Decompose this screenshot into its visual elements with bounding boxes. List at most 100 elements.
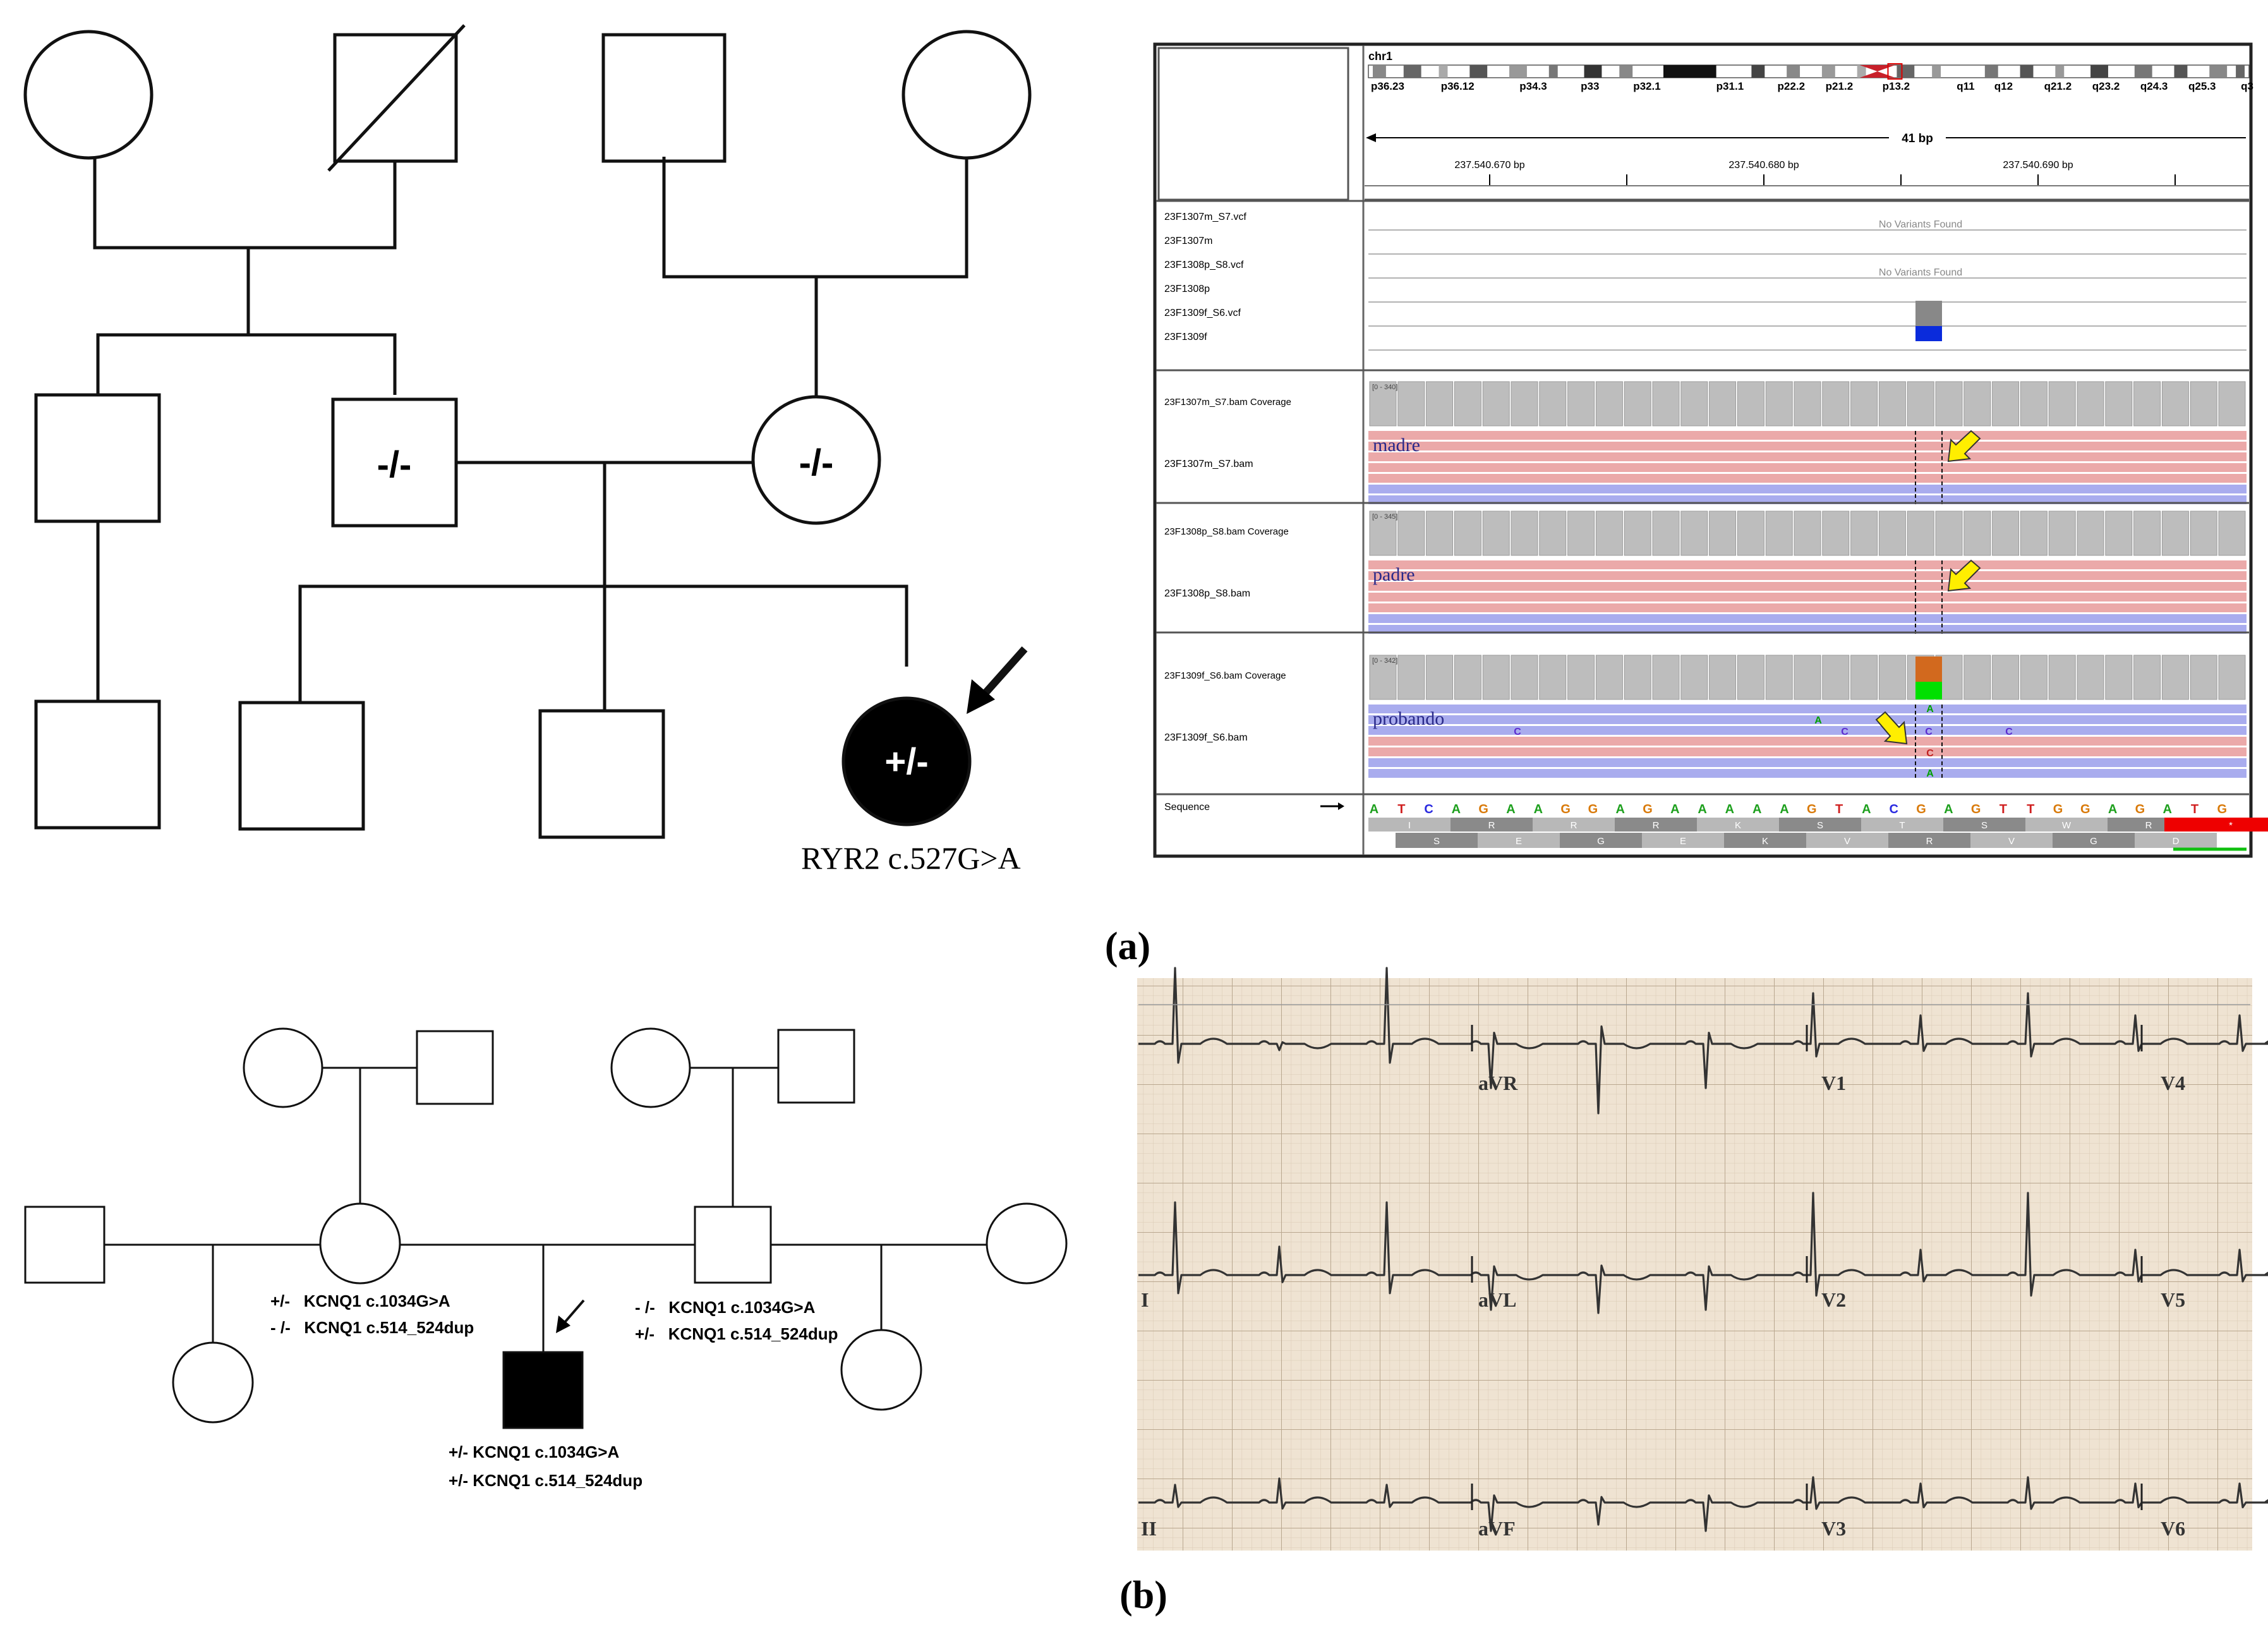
coverage-bar <box>1878 655 1906 700</box>
sequence-base: T <box>1835 802 1843 816</box>
coverage-bar <box>1680 655 1708 700</box>
coverage-bar <box>1595 655 1623 700</box>
coverage-bar <box>1765 655 1793 700</box>
sample-label: probando <box>1373 708 1444 729</box>
band-label: q12 <box>1994 80 2013 92</box>
b-father-genotype-1: - /- KCNQ1 c.1034G>A <box>635 1298 816 1317</box>
coverage-bar <box>2190 381 2217 426</box>
ideogram-band <box>1469 65 1488 78</box>
coverage-bar <box>1369 511 1397 556</box>
aa-label: * <box>2229 820 2233 831</box>
read <box>1368 614 2247 623</box>
sequence-base: A <box>1698 802 1706 816</box>
aa-label: R <box>1488 820 1495 831</box>
ideogram-band <box>2236 65 2245 78</box>
read <box>1368 726 2247 735</box>
coverage-bar <box>2077 381 2104 426</box>
coverage-bar <box>2133 655 2161 700</box>
chromosome-label: chr1 <box>1368 50 1392 63</box>
ruler-tick-label: 237.540.680 bp <box>1728 160 1799 171</box>
coverage-bar <box>1511 655 1538 700</box>
coverage-bar <box>1369 381 1397 426</box>
ideogram-band <box>1751 65 1765 78</box>
aa-cell <box>2135 833 2217 848</box>
sequence-base: A <box>1670 802 1679 816</box>
coverage-bar <box>1935 511 1963 556</box>
band-label: p21.2 <box>1826 80 1853 92</box>
b-half-sister-paternal-symbol <box>840 1329 922 1411</box>
b-grandmother-maternal-symbol <box>610 1027 691 1108</box>
vcf-track-name: 23F1307m <box>1164 236 1213 246</box>
sequence-base: G <box>1807 802 1817 816</box>
read <box>1368 593 2247 602</box>
coverage-bar <box>1709 511 1737 556</box>
aa-cell <box>1943 818 2025 832</box>
coverage-bar <box>1850 381 1878 426</box>
sample-label: madre <box>1373 435 1420 456</box>
coverage-bar <box>2020 381 2048 426</box>
coverage-bar <box>1822 381 1850 426</box>
coverage-bar <box>1963 655 1991 700</box>
ideogram-band <box>1821 65 1835 78</box>
coverage-bar <box>1567 381 1595 426</box>
coverage-track-name: 23F1309f_S6.bam Coverage <box>1164 670 1286 681</box>
coverage-bar <box>1539 381 1567 426</box>
aa-cell <box>1861 818 1943 832</box>
b-grandfather-paternal-symbol <box>416 1030 494 1105</box>
ecg-lead-label: V1 <box>1821 1072 1846 1094</box>
vcf-track-name: 23F1308p <box>1164 284 1210 294</box>
span-label: 41 bp <box>1902 132 1933 145</box>
coverage-bar <box>1426 511 1454 556</box>
vcf-status: No Variants Found <box>1879 267 1962 278</box>
read <box>1368 571 2247 580</box>
sequence-base: A <box>1452 802 1461 816</box>
aa-label: R <box>1653 820 1660 831</box>
coverage-bar <box>2133 381 2161 426</box>
ideogram-band <box>2055 65 2065 78</box>
paternal-couple-line <box>93 158 397 250</box>
aa-cell <box>1806 833 1888 848</box>
sequence-base: A <box>2108 802 2117 816</box>
coverage-bar <box>1794 655 1821 700</box>
sequence-base: T <box>1397 802 1405 816</box>
ideogram-band <box>2174 65 2188 78</box>
sequence-base: G <box>2053 802 2063 816</box>
ecg-lead-label: V6 <box>2161 1517 2185 1540</box>
coverage-bar <box>2077 655 2104 700</box>
coverage-bar <box>1709 381 1737 426</box>
sequence-base: T <box>2000 802 2007 816</box>
aa-label: G <box>2090 836 2097 847</box>
band-label: q24.3 <box>2140 80 2168 92</box>
coverage-bar <box>2161 655 2189 700</box>
panel-label-b: (b) <box>1119 1574 1167 1617</box>
sequence-base: A <box>1780 802 1788 816</box>
ecg-lead-label: V3 <box>1821 1517 1846 1540</box>
sequence-base: G <box>2135 802 2145 816</box>
aa-cell <box>1451 818 1533 832</box>
sequence-base: G <box>1560 802 1571 816</box>
b-proband-genotype-2: +/- KCNQ1 c.514_524dup <box>449 1471 642 1490</box>
coverage-bar <box>1539 655 1567 700</box>
ref-allele-coverage <box>1915 682 1942 699</box>
ideogram-band <box>1439 65 1448 78</box>
ideogram-band <box>1372 65 1386 78</box>
coverage-bar <box>1850 511 1878 556</box>
band-label: p36.23 <box>1371 80 1404 92</box>
svg-text:C: C <box>1926 748 1934 759</box>
coverage-bar <box>1369 655 1397 700</box>
ecg-traces <box>1138 967 2268 1532</box>
coverage-bar <box>1482 655 1510 700</box>
ruler-tick-label: 237.540.690 bp <box>2003 160 2073 171</box>
proband-genotype-call <box>1915 326 1942 341</box>
coverage-bar <box>1794 381 1821 426</box>
coverage-bar <box>1567 511 1595 556</box>
coverage-bar <box>1426 655 1454 700</box>
band-label: p33 <box>1581 80 1599 92</box>
aa-cell <box>1888 833 1970 848</box>
aa-label: E <box>1516 836 1522 847</box>
b-mother-partner-symbol <box>24 1206 106 1284</box>
ideogram-band <box>1403 65 1421 78</box>
band-label: q11 <box>1957 80 1974 92</box>
coverage-bar <box>1992 655 2020 700</box>
